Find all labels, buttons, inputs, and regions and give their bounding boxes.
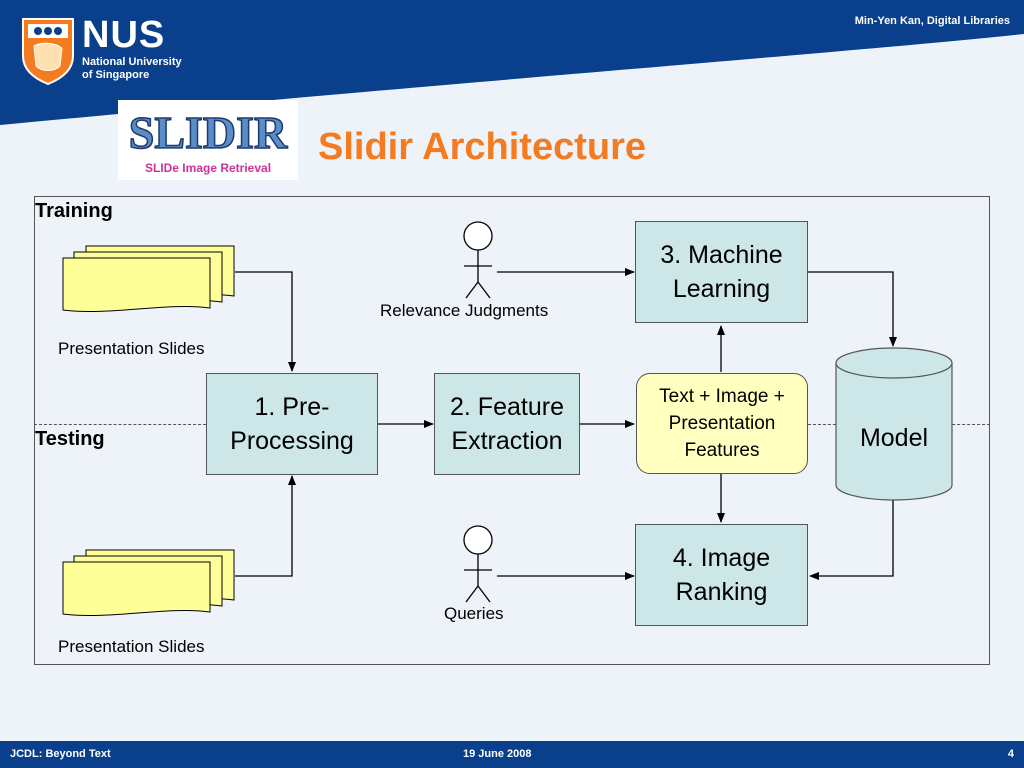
training-slides-caption: Presentation Slides (58, 339, 205, 358)
query-user-person-icon (463, 525, 493, 603)
slide-title: Slidir Architecture (318, 126, 647, 168)
university-wordmark: NUS (82, 14, 166, 56)
image-ranking-box: 4. Image Ranking (635, 524, 808, 626)
university-name: National University of Singapore (82, 56, 182, 81)
arrow-model-to-ranking (809, 500, 894, 580)
features-note: Text + Image + Presentation Features (636, 373, 808, 474)
presentation-slides-icon (62, 245, 235, 312)
diagram-frame (34, 196, 990, 665)
arrow-training-slides-to-preprocessing (235, 271, 296, 372)
page-number: 4 (1007, 748, 1014, 760)
slidir-logo-subtitle: SLIDe Image Retrieval (145, 161, 271, 175)
feature-extraction-box: 2. Feature Extraction (434, 373, 580, 475)
preprocessing-box: 1. Pre- Processing (206, 373, 378, 475)
presentation-slides-icon (62, 549, 235, 616)
slidir-logo-title: SLIDIR (129, 107, 288, 158)
nus-crest-icon (22, 18, 74, 86)
footer-band (0, 741, 1024, 768)
machine-learning-box: 3. Machine Learning (635, 221, 808, 323)
arrow-learning-to-model (808, 271, 897, 347)
arrow-testing-slides-to-preprocessing (235, 475, 296, 577)
header-band (0, 0, 1024, 125)
model-database-icon (835, 347, 953, 501)
queries-caption: Queries (444, 604, 504, 623)
slidir-logo: SLIDIR SLIDe Image Retrieval (118, 100, 298, 180)
training-label: Training (35, 200, 113, 222)
testing-slides-caption: Presentation Slides (58, 637, 205, 656)
footer-date: 19 June 2008 (463, 748, 532, 760)
relevance-judgments-caption: Relevance Judgments (380, 301, 549, 320)
model-label: Model (859, 424, 929, 452)
annotator-person-icon (463, 221, 493, 299)
testing-label: Testing (35, 428, 105, 450)
header-author: Min-Yen Kan, Digital Libraries (854, 15, 1010, 27)
train-test-divider-left (34, 424, 206, 425)
footer-event: JCDL: Beyond Text (10, 748, 111, 760)
